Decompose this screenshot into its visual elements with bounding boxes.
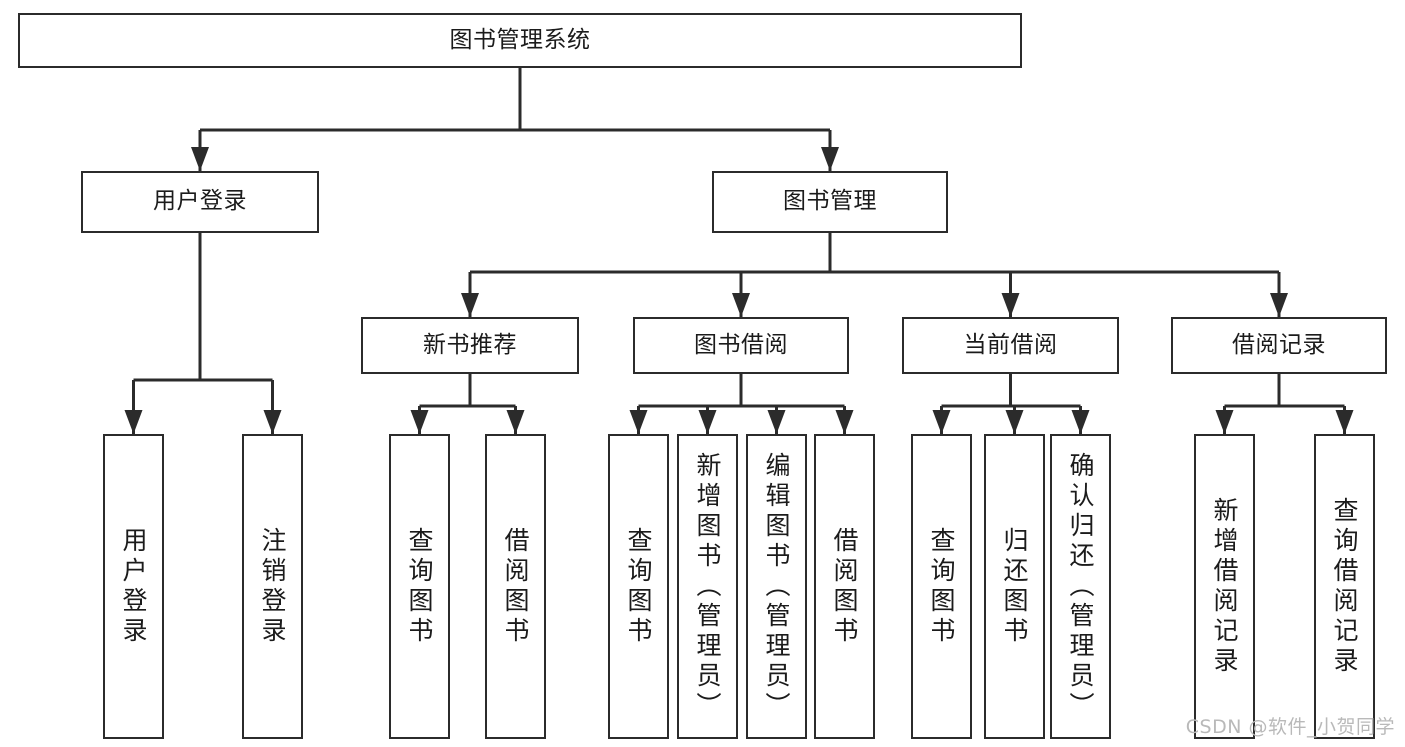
node-leaf-query-1[interactable]: 查询图书 — [389, 434, 450, 739]
node-label: 借阅记录 — [1232, 331, 1326, 358]
node-leaf-logout[interactable]: 注销登录 — [242, 434, 303, 739]
arrowhead-icon — [1335, 410, 1354, 434]
node-label: 新增借阅记录 — [1210, 496, 1239, 677]
node-label: 查询借阅记录 — [1330, 496, 1359, 677]
arrowhead-icon — [191, 147, 209, 171]
node-user-login[interactable]: 用户登录 — [81, 171, 319, 233]
node-current-borrow[interactable]: 当前借阅 — [902, 317, 1119, 374]
arrowhead-icon — [821, 147, 839, 171]
node-label: 查询图书 — [405, 526, 434, 647]
arrowhead-icon — [629, 410, 648, 434]
watermark: CSDN @软件_小贺同学 — [1185, 716, 1395, 738]
arrowhead-icon — [124, 410, 143, 434]
node-label: 确认归还（管理员） — [1066, 451, 1095, 722]
arrowhead-icon — [1215, 410, 1234, 434]
arrowhead-icon — [506, 410, 525, 434]
node-borrow-record[interactable]: 借阅记录 — [1171, 317, 1387, 374]
node-leaf-return[interactable]: 归还图书 — [984, 434, 1045, 739]
node-label: 注销登录 — [258, 526, 287, 647]
node-label: 当前借阅 — [963, 331, 1058, 358]
node-label: 图书管理系统 — [449, 26, 591, 53]
node-leaf-user-login[interactable]: 用户登录 — [103, 434, 164, 739]
arrowhead-icon — [410, 410, 429, 434]
node-label: 编辑图书（管理员） — [762, 451, 791, 722]
arrowhead-icon — [835, 410, 854, 434]
node-label: 归还图书 — [1000, 526, 1029, 647]
arrowhead-icon — [1001, 293, 1020, 317]
node-label: 用户登录 — [153, 188, 247, 215]
node-book-borrow[interactable]: 图书借阅 — [633, 317, 849, 374]
node-new-book-rec[interactable]: 新书推荐 — [361, 317, 579, 374]
node-book-manage[interactable]: 图书管理 — [712, 171, 948, 233]
node-leaf-edit-book[interactable]: 编辑图书（管理员） — [746, 434, 807, 739]
node-leaf-query-rec[interactable]: 查询借阅记录 — [1314, 434, 1375, 739]
arrowhead-icon — [767, 410, 786, 434]
node-label: 新增图书（管理员） — [693, 451, 722, 722]
node-leaf-borrow-1[interactable]: 借阅图书 — [485, 434, 546, 739]
arrowhead-icon — [732, 293, 750, 317]
arrowhead-icon — [263, 410, 282, 434]
arrowhead-icon — [932, 410, 951, 434]
arrowhead-icon — [1005, 410, 1024, 434]
arrowhead-icon — [461, 293, 479, 317]
arrowhead-icon — [1071, 410, 1090, 434]
arrowhead-icon — [698, 410, 717, 434]
node-label: 图书借阅 — [694, 331, 788, 358]
node-label: 新书推荐 — [423, 331, 517, 358]
arrowhead-icon — [1270, 293, 1288, 317]
node-label: 图书管理 — [783, 188, 877, 215]
node-leaf-query-3[interactable]: 查询图书 — [911, 434, 972, 739]
node-leaf-add-book[interactable]: 新增图书（管理员） — [677, 434, 738, 739]
node-label: 查询图书 — [927, 526, 956, 647]
node-leaf-query-2[interactable]: 查询图书 — [608, 434, 669, 739]
node-label: 借阅图书 — [501, 526, 530, 647]
node-leaf-add-rec[interactable]: 新增借阅记录 — [1194, 434, 1255, 739]
node-leaf-borrow-2[interactable]: 借阅图书 — [814, 434, 875, 739]
node-label: 查询图书 — [624, 526, 653, 647]
node-root[interactable]: 图书管理系统 — [18, 13, 1022, 68]
node-label: 用户登录 — [119, 526, 148, 647]
node-leaf-confirm[interactable]: 确认归还（管理员） — [1050, 434, 1111, 739]
node-label: 借阅图书 — [830, 526, 859, 647]
